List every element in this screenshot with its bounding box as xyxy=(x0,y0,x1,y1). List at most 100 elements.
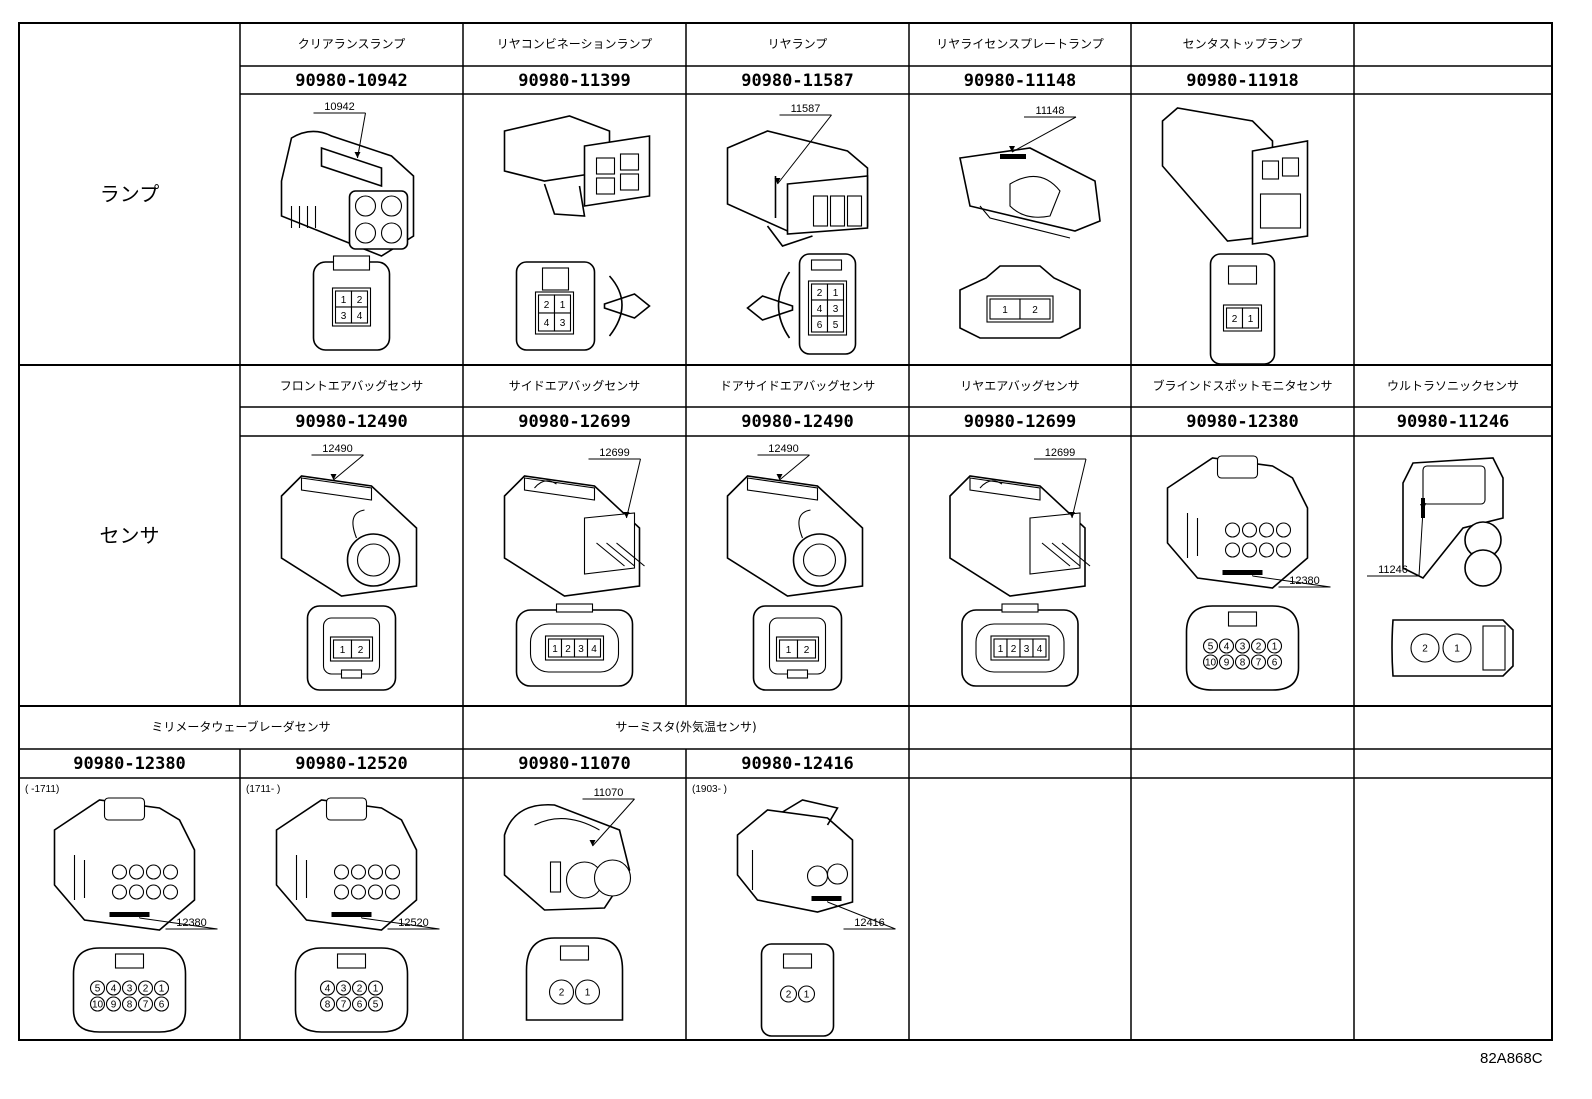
part-number: 90980-12380 xyxy=(1186,412,1299,432)
pin-number: 2 xyxy=(357,295,363,306)
connector-isometric-therm-a xyxy=(503,803,632,911)
callout-number: 11246 xyxy=(1378,564,1408,576)
pin-number: 2 xyxy=(1232,314,1238,325)
pin-number: 1 xyxy=(341,295,347,306)
connector-isometric-lamp-c xyxy=(726,130,869,247)
pin-number: 4 xyxy=(1224,642,1230,653)
part-callout: 12380 xyxy=(136,912,218,930)
connector-isometric-lamp-d xyxy=(959,147,1101,239)
callout-number: 12490 xyxy=(322,443,353,455)
callout-number: 11070 xyxy=(594,787,624,799)
pin-number: 6 xyxy=(1272,658,1278,669)
callout-number: 12380 xyxy=(176,917,207,929)
pin-number: 1 xyxy=(804,990,810,1001)
pin-number: 3 xyxy=(1240,642,1246,653)
pin-number: 5 xyxy=(95,984,101,995)
pin-number: 3 xyxy=(833,304,839,315)
connector-name: フロントエアバッグセンサ xyxy=(280,379,424,393)
connector-name: センタストップランプ xyxy=(1183,37,1303,51)
connector-isometric-multi xyxy=(53,797,196,931)
pin-number: 6 xyxy=(159,1000,165,1011)
pin-number: 4 xyxy=(357,311,363,322)
pin-number: 7 xyxy=(1256,658,1262,669)
part-number: 90980-12490 xyxy=(741,412,854,432)
pin-number: 5 xyxy=(373,1000,379,1011)
pin-number: 1 xyxy=(560,300,566,311)
pin-number: 1 xyxy=(1272,642,1278,653)
part-number: 90980-12699 xyxy=(964,412,1077,432)
connector-isometric-airbag-2 xyxy=(280,475,418,597)
pin-number: 1 xyxy=(373,984,379,995)
connector-isometric-lamp-a xyxy=(280,130,415,257)
section-label-sensor: センサ xyxy=(100,524,160,548)
part-callout: 11070 xyxy=(582,787,635,847)
pin-number: 2 xyxy=(565,644,571,655)
part-callout: 12520 xyxy=(358,912,440,930)
callout-number: 11587 xyxy=(791,103,821,115)
connector-isometric-ultra xyxy=(1402,457,1504,587)
pin-number: 2 xyxy=(804,645,810,656)
pin-number: 4 xyxy=(591,644,597,655)
pin-number: 1 xyxy=(833,288,839,299)
pin-number: 2 xyxy=(817,288,823,299)
part-number: 90980-11918 xyxy=(1186,71,1299,91)
pin-number: 4 xyxy=(325,984,331,995)
pin-number: 3 xyxy=(560,318,566,329)
part-callout: 12380 xyxy=(1249,570,1331,588)
pin-number: 2 xyxy=(1011,644,1017,655)
connector-name: サイドエアバッグセンサ xyxy=(509,379,641,393)
pin-number: 9 xyxy=(1224,658,1230,669)
connector-isometric-lamp-e xyxy=(1161,107,1309,245)
section-label-lamp: ランプ xyxy=(100,182,159,206)
pin-number: 7 xyxy=(341,1000,347,1011)
pin-number: 9 xyxy=(111,1000,117,1011)
pin-number: 3 xyxy=(127,984,133,995)
pin-number: 1 xyxy=(1454,644,1460,655)
pin-number: 5 xyxy=(1208,642,1214,653)
part-callout: 12699 xyxy=(588,447,641,519)
connector-isometric-multi xyxy=(275,797,418,931)
pin-number: 6 xyxy=(817,320,823,331)
pin-number: 3 xyxy=(1024,644,1030,655)
pin-number: 6 xyxy=(357,1000,363,1011)
connector-name: クリアランスランプ xyxy=(298,37,405,51)
production-range: (1711- ) xyxy=(246,784,280,795)
connector-name: ウルトラソニックセンサ xyxy=(1387,379,1519,393)
callout-number: 12416 xyxy=(854,917,885,929)
pin-number: 5 xyxy=(833,320,839,331)
pin-number: 4 xyxy=(544,318,550,329)
part-number: 90980-12520 xyxy=(295,754,408,774)
connector-face-multi xyxy=(294,947,409,1033)
callout-number: 12490 xyxy=(768,443,799,455)
pin-number: 1 xyxy=(998,644,1004,655)
pin-number: 4 xyxy=(111,984,117,995)
callout-number: 12699 xyxy=(599,447,630,459)
part-callout: 10942 xyxy=(313,101,366,159)
pin-number: 1 xyxy=(159,984,165,995)
connector-name: ドアサイドエアバッグセンサ xyxy=(720,379,876,393)
part-number: 90980-12380 xyxy=(73,754,186,774)
callout-number: 12699 xyxy=(1045,447,1076,459)
pin-number: 1 xyxy=(585,988,591,999)
pin-number: 2 xyxy=(544,300,550,311)
callout-number: 12520 xyxy=(398,917,429,929)
connector-face-therm-a xyxy=(525,937,624,1021)
part-number: 90980-11148 xyxy=(964,71,1077,91)
pin-number: 3 xyxy=(341,311,347,322)
part-number: 90980-11587 xyxy=(741,71,854,91)
pin-number: 2 xyxy=(143,984,149,995)
part-number: 90980-11399 xyxy=(518,71,631,91)
pin-number: 7 xyxy=(143,1000,149,1011)
